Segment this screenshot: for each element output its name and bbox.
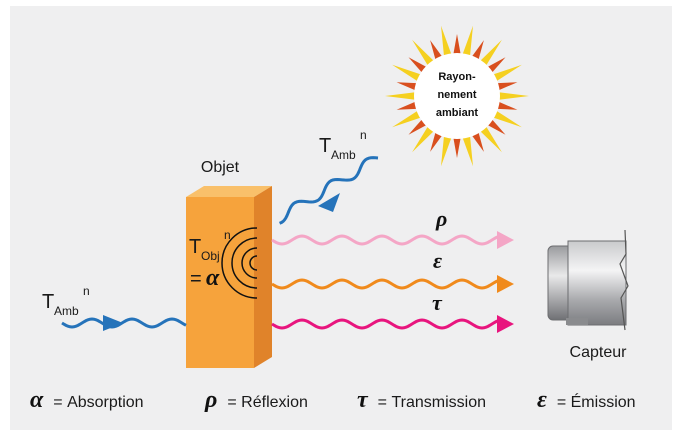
sun-ray: [392, 109, 423, 128]
sun-ray: [470, 40, 484, 62]
reflection-ray: [271, 234, 501, 246]
object-block: [186, 186, 272, 368]
sun-ray: [441, 133, 453, 167]
sun-ray: [430, 40, 444, 62]
emission-arrowhead: [497, 275, 514, 293]
sun-icon: Rayon- nement ambiant: [385, 25, 529, 167]
sun-ray: [494, 82, 518, 92]
emission-ray: [271, 278, 501, 290]
amb-subscript: Amb: [54, 304, 79, 318]
exponent-n: n: [360, 128, 367, 142]
sun-ray: [461, 133, 473, 167]
transmission-ray: [271, 318, 501, 330]
ambient-temp-label-left: T Amb n: [42, 284, 90, 318]
emission-arcs-icon: [221, 227, 258, 299]
legend-item-absorption: α = Absorption: [30, 387, 144, 413]
object-front-face: [186, 197, 254, 368]
sun-label-line-2: nement: [437, 89, 476, 101]
legend-symbol-alpha: α: [30, 387, 44, 413]
rho-label: ρ: [435, 206, 447, 231]
sun-ray: [496, 92, 529, 100]
legend-item-emission: ε = Émission: [537, 387, 636, 413]
sun-ray: [396, 100, 420, 110]
sun-ray: [392, 64, 423, 83]
sensor-label: Capteur: [570, 344, 628, 361]
epsilon-label: ε: [433, 248, 442, 273]
sun-ray: [430, 130, 444, 152]
sun-ray: [385, 92, 418, 100]
sun-ray: [412, 124, 436, 153]
sun-core: [414, 53, 500, 139]
sun-rays: [385, 25, 529, 167]
sun-ray: [441, 25, 453, 59]
legend-text-emission: = Émission: [557, 392, 636, 411]
sun-ray: [461, 25, 473, 59]
legend-item-reflexion: ρ = Réflexion: [204, 387, 308, 413]
sun-ray: [491, 109, 522, 128]
exponent-n: n: [224, 228, 231, 242]
legend-item-transmission: τ = Transmission: [357, 387, 486, 413]
object-label: Objet: [201, 159, 240, 176]
sun-ray: [453, 135, 461, 158]
alpha-symbol: α: [206, 265, 220, 291]
sun-ray: [453, 34, 461, 57]
diagram-background: [10, 6, 672, 430]
ambient-top-arrowhead: [318, 193, 340, 212]
legend-text-absorption: = Absorption: [53, 394, 143, 411]
t-symbol: T: [319, 135, 331, 157]
object-top-face: [186, 186, 272, 197]
sun-ray: [470, 130, 484, 152]
amb-subscript: Amb: [331, 148, 356, 162]
legend-symbol-epsilon: ε: [537, 387, 547, 413]
legend: α = Absorption ρ = Réflexion τ = Transmi…: [30, 387, 636, 413]
sun-label-line-1: Rayon-: [438, 71, 476, 83]
ambient-incoming-ray-top: [279, 156, 379, 225]
sun-ray: [478, 124, 502, 153]
sun-ray: [491, 64, 522, 83]
ambient-left-arrowhead: [103, 315, 123, 331]
legend-symbol-tau: τ: [357, 387, 369, 413]
transmission-arrowhead: [497, 315, 514, 333]
legend-text-reflexion: = Réflexion: [227, 394, 308, 411]
legend-text-transmission: = Transmission: [378, 394, 486, 411]
sun-ray: [396, 82, 420, 92]
equals-sign: =: [190, 268, 202, 290]
t-symbol: T: [189, 236, 201, 258]
reflection-arrowhead: [497, 231, 514, 249]
obj-subscript: Obj: [201, 249, 220, 263]
sun-ray: [478, 39, 502, 68]
tau-label: τ: [432, 290, 443, 315]
object-temp-label: T Obj n = α: [189, 228, 231, 291]
legend-symbol-rho: ρ: [204, 387, 217, 413]
t-symbol: T: [42, 291, 54, 313]
ambient-temp-label-top: T Amb n: [319, 128, 367, 162]
ambient-incoming-ray-left: [61, 317, 187, 329]
object-side-face: [254, 186, 272, 368]
sun-label-line-3: ambiant: [436, 107, 479, 119]
sun-ray: [412, 39, 436, 68]
sun-ray: [494, 100, 518, 110]
exponent-n: n: [83, 284, 90, 298]
sensor-icon: [547, 229, 629, 331]
